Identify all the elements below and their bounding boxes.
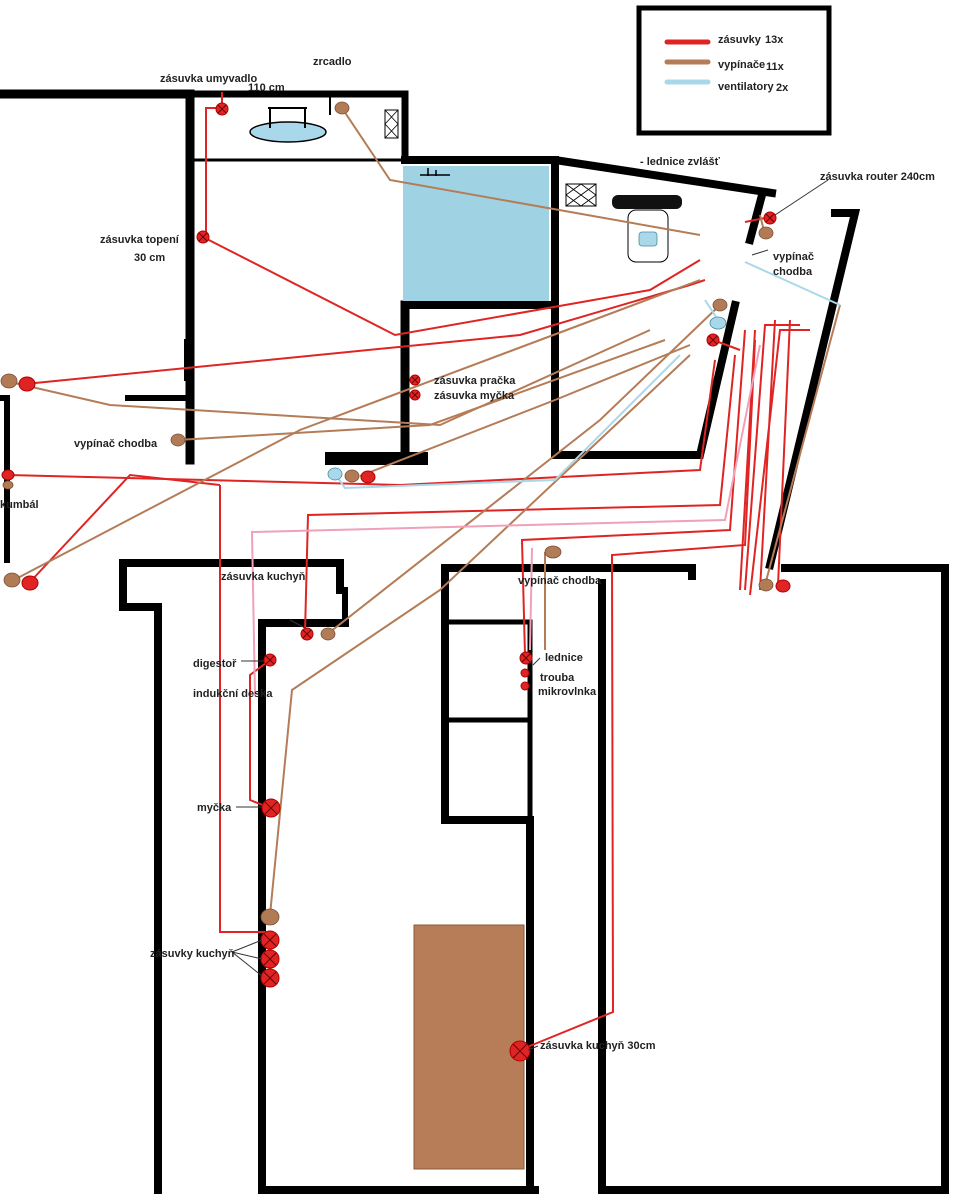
label-heating-height: 30 cm [134,252,165,264]
wall-kitchen-left [258,619,539,1194]
socket-icon [260,968,280,988]
socket-icon [196,230,210,244]
label-switch-corridor-right: vypínač [773,251,814,263]
legend-box [636,5,832,136]
switch-icon [3,572,21,588]
socket-icon [260,930,280,950]
legend-socket-count: 13x [765,34,784,46]
leader-lines [231,179,829,1051]
sink-basin [249,121,327,143]
switch-icon [712,298,728,312]
label-switch-corridor-mid: vypínač chodba [518,575,602,587]
legend-socket-label: zásuvky [718,34,762,46]
sink-tap [268,107,307,128]
vents [327,316,727,481]
wall-corridor-right [765,209,861,570]
socket-icon [409,374,421,386]
socket-icon [260,949,280,969]
socket-icon [509,1040,531,1062]
label-router-socket: zásuvka router 240cm [820,171,935,183]
socket-icon [409,389,421,401]
label-storage: kumbál [0,499,39,511]
socket-icon [360,470,376,484]
socket-icon [775,579,791,593]
label-hood: digestoř [193,658,237,670]
wall-room-left2 [337,587,348,623]
vent-icon [327,467,343,481]
label-switch-corridor-right2: chodba [773,266,813,278]
label-induction: indukční deska [193,688,273,700]
socket-icon [215,102,229,116]
socket-icon [300,627,314,641]
walls [0,5,949,1194]
label-washer-socket: zásuvka pračka [434,375,516,387]
label-kitchen-socket-30: zásuvka kuchyň 30cm [540,1040,656,1052]
wall-bathroom [0,89,195,465]
wall-room-left [119,559,344,1194]
label-sink-socket: zásuvka umyvadlo [160,73,257,85]
toilet [612,195,682,263]
wall-bathroom-top [186,90,409,164]
label-switch-corridor-left: vypínač chodba [74,438,158,450]
label-kitchen-sockets: zásuvky kuchyň [150,948,235,960]
label-kitchen-socket-top: zásuvka kuchyň [221,571,306,583]
switch-icon [758,578,774,592]
wall-room-right [598,564,949,1194]
legend: zásuvky 13x vypínače 11x ventilatory 2x [664,34,789,94]
wall-kumbal [0,395,10,563]
legend-switch-count: 11x [766,61,785,73]
wires-switch [9,107,841,916]
switch-icon [320,627,336,641]
label-dishwasher: myčka [197,802,232,814]
socket-icon [519,651,533,665]
label-dishwasher-socket: zásuvka myčka [434,390,515,402]
wall-right-stub [745,190,767,245]
switch-icon [758,226,774,240]
label-microwave: mikrovlnka [538,686,597,698]
label-mirror: zrcadlo [313,56,352,68]
sockets [1,102,791,1062]
wires-lamp [250,344,761,696]
switch-icon [344,469,360,483]
switch-icon [544,545,562,559]
socket-icon [520,668,530,678]
label-fridge-separate: - lednice zvlášť [640,156,721,168]
socket-icon [1,469,15,481]
wall-bath-step [325,452,428,465]
switches [0,101,774,926]
kitchen-island [413,924,525,1170]
shower-area [403,166,549,301]
socket-icon [520,681,530,691]
vent-grille-bath [384,109,399,139]
label-fridge: lednice [545,652,583,664]
label-sink-height: 110 cm [248,82,285,94]
fixtures [249,95,682,1170]
wires-vent [334,261,841,490]
switch-icon [0,373,18,389]
socket-icon [18,376,36,392]
switch-icon [260,908,280,926]
socket-icon [706,333,720,347]
switch-icon [170,433,186,447]
socket-icon [263,653,277,667]
shower-head [420,168,450,176]
wall-wc-bottom [551,300,740,459]
wall-kitchen-cab [441,564,696,1194]
labels: zásuvka umyvadlo 110 cm zrcadlo - lednic… [0,56,935,1052]
vent-grille-wc [565,183,597,207]
label-oven: trouba [540,672,575,684]
label-heating-socket: zásuvka topení [100,234,180,246]
socket-icon [21,575,39,591]
socket-icon [261,798,281,818]
switch-icon [334,101,350,115]
legend-switch-label: vypínače [718,59,765,71]
switch-icon [2,480,14,490]
legend-vent-label: ventilatory [718,81,775,93]
vent-icon [709,316,727,330]
legend-vent-count: 2x [776,82,789,94]
socket-icon [763,211,777,225]
